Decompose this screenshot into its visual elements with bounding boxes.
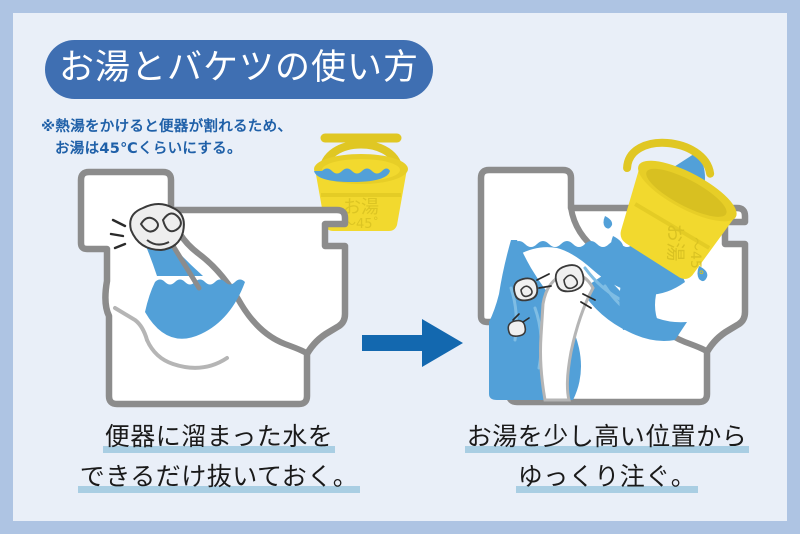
content-panel: お湯とバケツの使い方 ※熱湯をかけると便器が割れるため、 お湯は45℃くらいにす…: [13, 13, 787, 521]
step-2-caption-line-1: お湯を少し高い位置から: [464, 422, 750, 453]
toilet-trap-wall: [113, 306, 149, 342]
step-2-illustration: お湯 〜45˚: [477, 138, 749, 406]
step-1-caption: 便器に溜まった水を できるだけ抜いておく。: [59, 417, 379, 496]
toilet-cross-section-left: [77, 168, 349, 408]
arrow-right-icon: [362, 319, 463, 367]
warning-note-line-1: ※熱湯をかけると便器が割れるため、: [41, 119, 293, 135]
step-2-caption: お湯を少し高い位置から ゆっくり注ぐ。: [437, 417, 777, 496]
step-1-caption-line-2: できるだけ抜いておく。: [77, 461, 361, 493]
step-1-caption-line-1: 便器に溜まった水を: [102, 422, 336, 453]
step-2-caption-line-2: ゆっくり注ぐ。: [515, 461, 699, 493]
bucket-water: [314, 168, 390, 182]
step-arrow: [362, 319, 463, 367]
warning-note-line-2: お湯は45℃くらいにする。: [55, 140, 242, 157]
bucket-tilted: お湯 〜45˚: [620, 138, 737, 280]
clog-motion-lines: [109, 218, 127, 250]
warning-note: ※熱湯をかけると便器が割れるため、 お湯は45℃くらいにする。: [41, 117, 292, 161]
loosened-paper-bits: [507, 264, 596, 337]
bucket-label-temp: 〜45˚: [343, 216, 379, 232]
bucket-tilted-opening: [646, 168, 727, 217]
clog-paper-wad: [129, 203, 185, 252]
toilet-bowl-inner-edge: [168, 207, 310, 357]
page-title: お湯とバケツの使い方: [58, 47, 419, 88]
bucket-tilted-handle: [623, 138, 715, 178]
bucket-tilted-label-main: お湯: [664, 223, 686, 261]
bucket-tilted-ridge: [634, 202, 711, 250]
bucket-label-main: お湯: [343, 197, 379, 218]
toilet-trap-bottom: [145, 338, 229, 370]
bucket-tilted-label-temp: 〜45˚: [687, 237, 704, 276]
title-pill: お湯とバケツの使い方: [45, 40, 433, 99]
step-1-illustration: [77, 168, 349, 408]
bucket-tilted-body: [620, 163, 735, 280]
residual-water-left: [145, 279, 245, 339]
